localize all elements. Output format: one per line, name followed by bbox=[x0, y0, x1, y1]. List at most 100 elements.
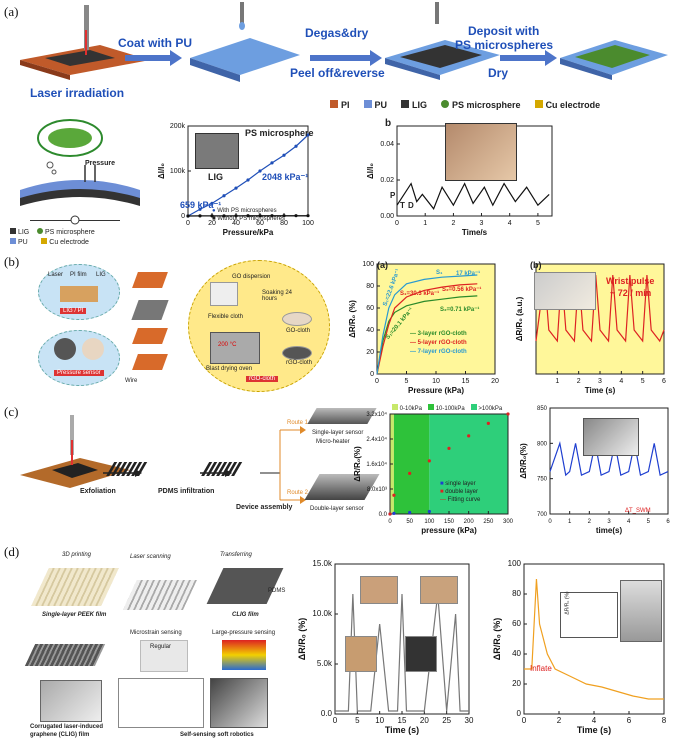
d-mini-chart bbox=[118, 678, 204, 728]
chart-d1-photo2 bbox=[420, 576, 458, 604]
chart-d2-inset bbox=[560, 592, 618, 638]
chart-a1-annot-ps: PS microsphere bbox=[245, 128, 314, 138]
y-tick-label: 0.0 bbox=[379, 512, 388, 518]
x-tick-label: 1 bbox=[568, 519, 572, 525]
x-tick-label: 0 bbox=[548, 519, 552, 525]
x-tick-label: 30 bbox=[465, 716, 474, 725]
y-tick-label: 10.0k bbox=[312, 609, 333, 618]
legend-pi: PI bbox=[330, 100, 350, 110]
y-tick-label: 0.04 bbox=[380, 141, 394, 148]
x-tick-label: 3 bbox=[480, 220, 484, 227]
data-point-s0 bbox=[392, 511, 396, 515]
rgo-oven-label: Blast drying oven bbox=[206, 366, 253, 372]
sensor-circle bbox=[38, 330, 120, 386]
series-line-1 bbox=[376, 283, 478, 375]
chart-b2-title2: ~ 72 / min bbox=[610, 288, 652, 298]
chart-a2-label: b bbox=[385, 118, 392, 129]
x-tick-label: 0 bbox=[333, 716, 338, 725]
stack-2 bbox=[131, 300, 169, 320]
chart-c1-bands: 0-10kPa 10-100kPa >100kPa bbox=[392, 404, 502, 412]
x-tick-label: 250 bbox=[483, 519, 494, 525]
x-tick-label: 15 bbox=[462, 378, 470, 385]
y-axis-label: ΔR/R₀ (a.u.) bbox=[515, 296, 524, 341]
y-tick-label: 0 bbox=[517, 709, 522, 718]
y-tick-label: 200k bbox=[170, 123, 186, 130]
data-point-s1 bbox=[447, 446, 451, 450]
legend-lig: LIG bbox=[401, 100, 427, 110]
x-tick-label: 0 bbox=[375, 378, 379, 385]
x-tick-label: 10 bbox=[375, 716, 384, 725]
sensor-photo bbox=[54, 338, 76, 360]
d-print: 3D printing bbox=[62, 552, 92, 558]
c-pdms: PDMS infiltration bbox=[158, 488, 215, 495]
d-corr-device bbox=[24, 644, 106, 666]
x-tick-label: 4 bbox=[627, 519, 631, 525]
x-tick-label: 20 bbox=[208, 220, 216, 227]
legend-ps: PS microsphere bbox=[441, 100, 521, 110]
d-laser: Laser scanning bbox=[130, 554, 171, 560]
rgo-oven bbox=[210, 332, 260, 364]
x-tick-label: 2 bbox=[588, 519, 592, 525]
d-pdms: PDMS bbox=[268, 588, 286, 594]
lig-pi-film bbox=[60, 286, 98, 302]
legend-pu: PU bbox=[363, 100, 387, 110]
y-tick-label: 850 bbox=[537, 406, 548, 412]
d-clig: CLIG film bbox=[232, 612, 259, 618]
y-axis-label: ΔI/I₀ bbox=[157, 163, 166, 179]
chart-d1-photo3 bbox=[345, 636, 377, 672]
y-tick-label: 0.0 bbox=[321, 709, 333, 718]
lig-lig: LIG bbox=[96, 272, 106, 278]
rgo-dish bbox=[282, 312, 312, 326]
d-clig-film bbox=[206, 568, 284, 604]
chart-a1-leg2: ■ Without PS microspheres bbox=[212, 216, 285, 222]
x-tick-label: 5 bbox=[405, 378, 409, 385]
chart-a1-leg1: ● With PS microspheres bbox=[212, 208, 277, 214]
band-2 bbox=[429, 414, 508, 514]
x-tick-label: 6 bbox=[627, 716, 632, 725]
x-axis-label: Pressure (kPa) bbox=[408, 386, 464, 395]
x-tick-label: 8 bbox=[662, 716, 667, 725]
x-axis-label: Pressure/kPa bbox=[223, 228, 274, 237]
chart-b2-photo bbox=[534, 272, 596, 310]
panel-d-label: (d) bbox=[4, 544, 20, 559]
y-tick-label: 100 bbox=[508, 560, 522, 568]
x-tick-label: 40 bbox=[232, 220, 240, 227]
x-axis-label: Time (s) bbox=[385, 725, 419, 735]
plot-background bbox=[377, 264, 495, 374]
step-deposit: Deposit with bbox=[468, 24, 540, 38]
lig-laser: Laser bbox=[48, 272, 64, 278]
x-tick-label: 4 bbox=[619, 378, 623, 385]
d-large-box bbox=[222, 640, 266, 670]
d-regular: Regular bbox=[150, 644, 172, 650]
x-tick-label: 100 bbox=[302, 220, 314, 227]
y-tick-label: 750 bbox=[537, 477, 548, 483]
y-tick-label: 2.4x10⁴ bbox=[366, 436, 387, 443]
x-tick-label: 0 bbox=[388, 519, 392, 525]
series-line-0 bbox=[187, 134, 309, 217]
y-tick-label: 40 bbox=[366, 327, 374, 334]
data-point-s1 bbox=[486, 421, 490, 425]
stack-3 bbox=[132, 328, 168, 344]
rgo-soak: Soaking 24 hours bbox=[262, 290, 293, 302]
series-line-0 bbox=[524, 578, 664, 700]
x-tick-label: 2 bbox=[577, 378, 581, 385]
data-point-s0 bbox=[408, 510, 412, 515]
x-axis-label: Time (s) bbox=[585, 386, 616, 395]
band-1 bbox=[393, 414, 430, 514]
chart-a1-annot-lig: LIG bbox=[208, 172, 223, 182]
x-tick-label: 300 bbox=[503, 519, 514, 525]
c-exf: Exfoliation bbox=[80, 488, 116, 495]
lig-pi-label: LIG / PI bbox=[60, 308, 87, 314]
x-axis-label: Time/s bbox=[462, 228, 488, 237]
x-tick-label: 0 bbox=[395, 220, 399, 227]
stack-1 bbox=[132, 272, 168, 288]
step-coat: Coat with PU bbox=[118, 36, 192, 50]
x-tick-label: 5 bbox=[641, 378, 645, 385]
chart-c1-legend: ■ single layer ■ double layer — Fitting … bbox=[440, 481, 481, 503]
step-laser: Laser irradiation bbox=[30, 86, 125, 100]
rgo-label: rGO-cloth bbox=[246, 376, 279, 382]
chart-b1-s4: S₂=0.71 kPa⁻¹ bbox=[440, 307, 480, 313]
